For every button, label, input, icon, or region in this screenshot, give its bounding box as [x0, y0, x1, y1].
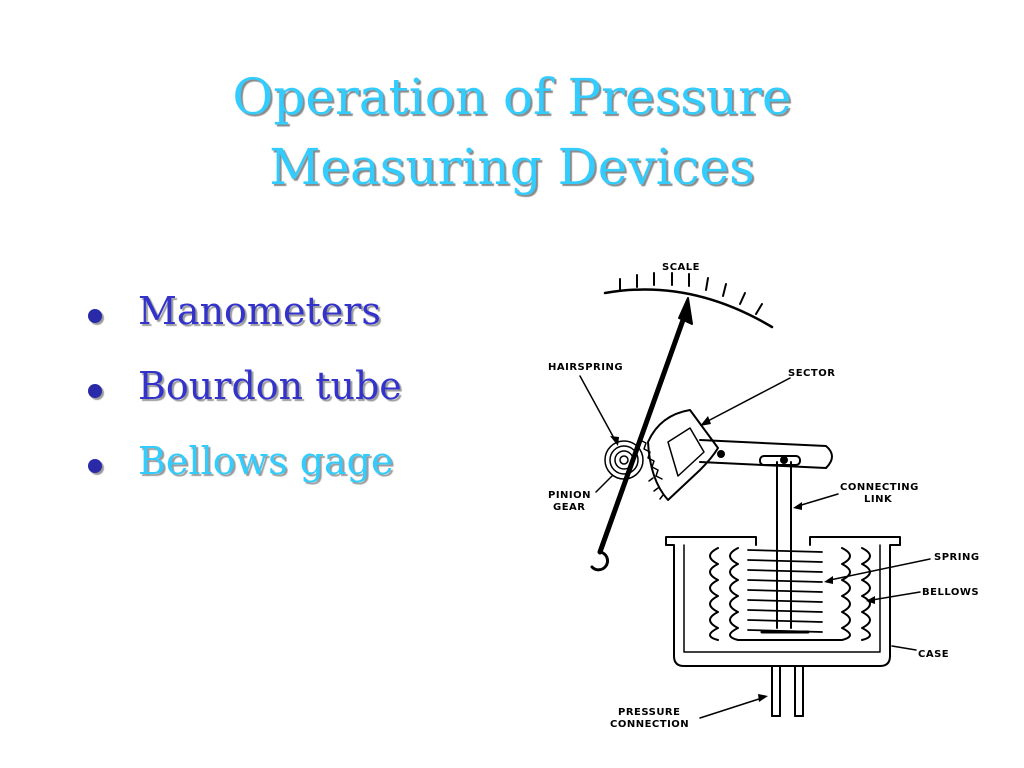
- label-bellows: BELLOWS: [922, 587, 979, 598]
- label-sector: SECTOR: [788, 368, 835, 379]
- bullet-label: Manometers: [138, 289, 381, 333]
- label-connection: CONNECTION: [610, 719, 689, 730]
- label-link: LINK: [864, 494, 893, 505]
- bullet-label: Bourdon tube: [138, 364, 402, 408]
- connecting-link: [759, 455, 801, 629]
- bullet-item-manometers: Manometers: [84, 276, 402, 351]
- label-gear: GEAR: [553, 502, 585, 513]
- label-hairspring: HAIRSPRING: [548, 362, 623, 373]
- label-pinion: PINION: [548, 490, 591, 501]
- bullet-item-bellows-gage: Bellows gage: [84, 426, 402, 501]
- label-scale: SCALE: [662, 262, 700, 273]
- bellows-gage-diagram: SCALE HAIRSPRING PINION GEAR SECTOR: [548, 262, 980, 730]
- label-pressure: PRESSURE: [618, 707, 680, 718]
- pointer-needle: [590, 297, 693, 572]
- title-line-1: Operation of Pressure: [232, 68, 792, 126]
- label-case: CASE: [918, 649, 949, 660]
- slide-title: Operation of Pressure Measuring Devices: [0, 62, 1024, 202]
- bullet-item-bourdon-tube: Bourdon tube: [84, 351, 402, 426]
- pressure-connection-pipe: [771, 665, 804, 717]
- title-line-2: Measuring Devices: [269, 138, 755, 196]
- label-spring: SPRING: [934, 552, 980, 563]
- label-connecting: CONNECTING: [840, 482, 919, 493]
- bullet-dot-icon: [88, 384, 102, 398]
- pinion-gear: [639, 439, 663, 480]
- hairspring: [604, 440, 644, 480]
- scale-arc: [603, 272, 774, 329]
- bullet-dot-icon: [88, 309, 102, 323]
- bullet-dot-icon: [88, 459, 102, 473]
- bellows: [709, 547, 871, 641]
- sector: [647, 409, 833, 501]
- bullet-label: Bellows gage: [138, 439, 394, 483]
- spring: [747, 549, 823, 634]
- bullet-list: Manometers Bourdon tube Bellows gage: [84, 276, 402, 501]
